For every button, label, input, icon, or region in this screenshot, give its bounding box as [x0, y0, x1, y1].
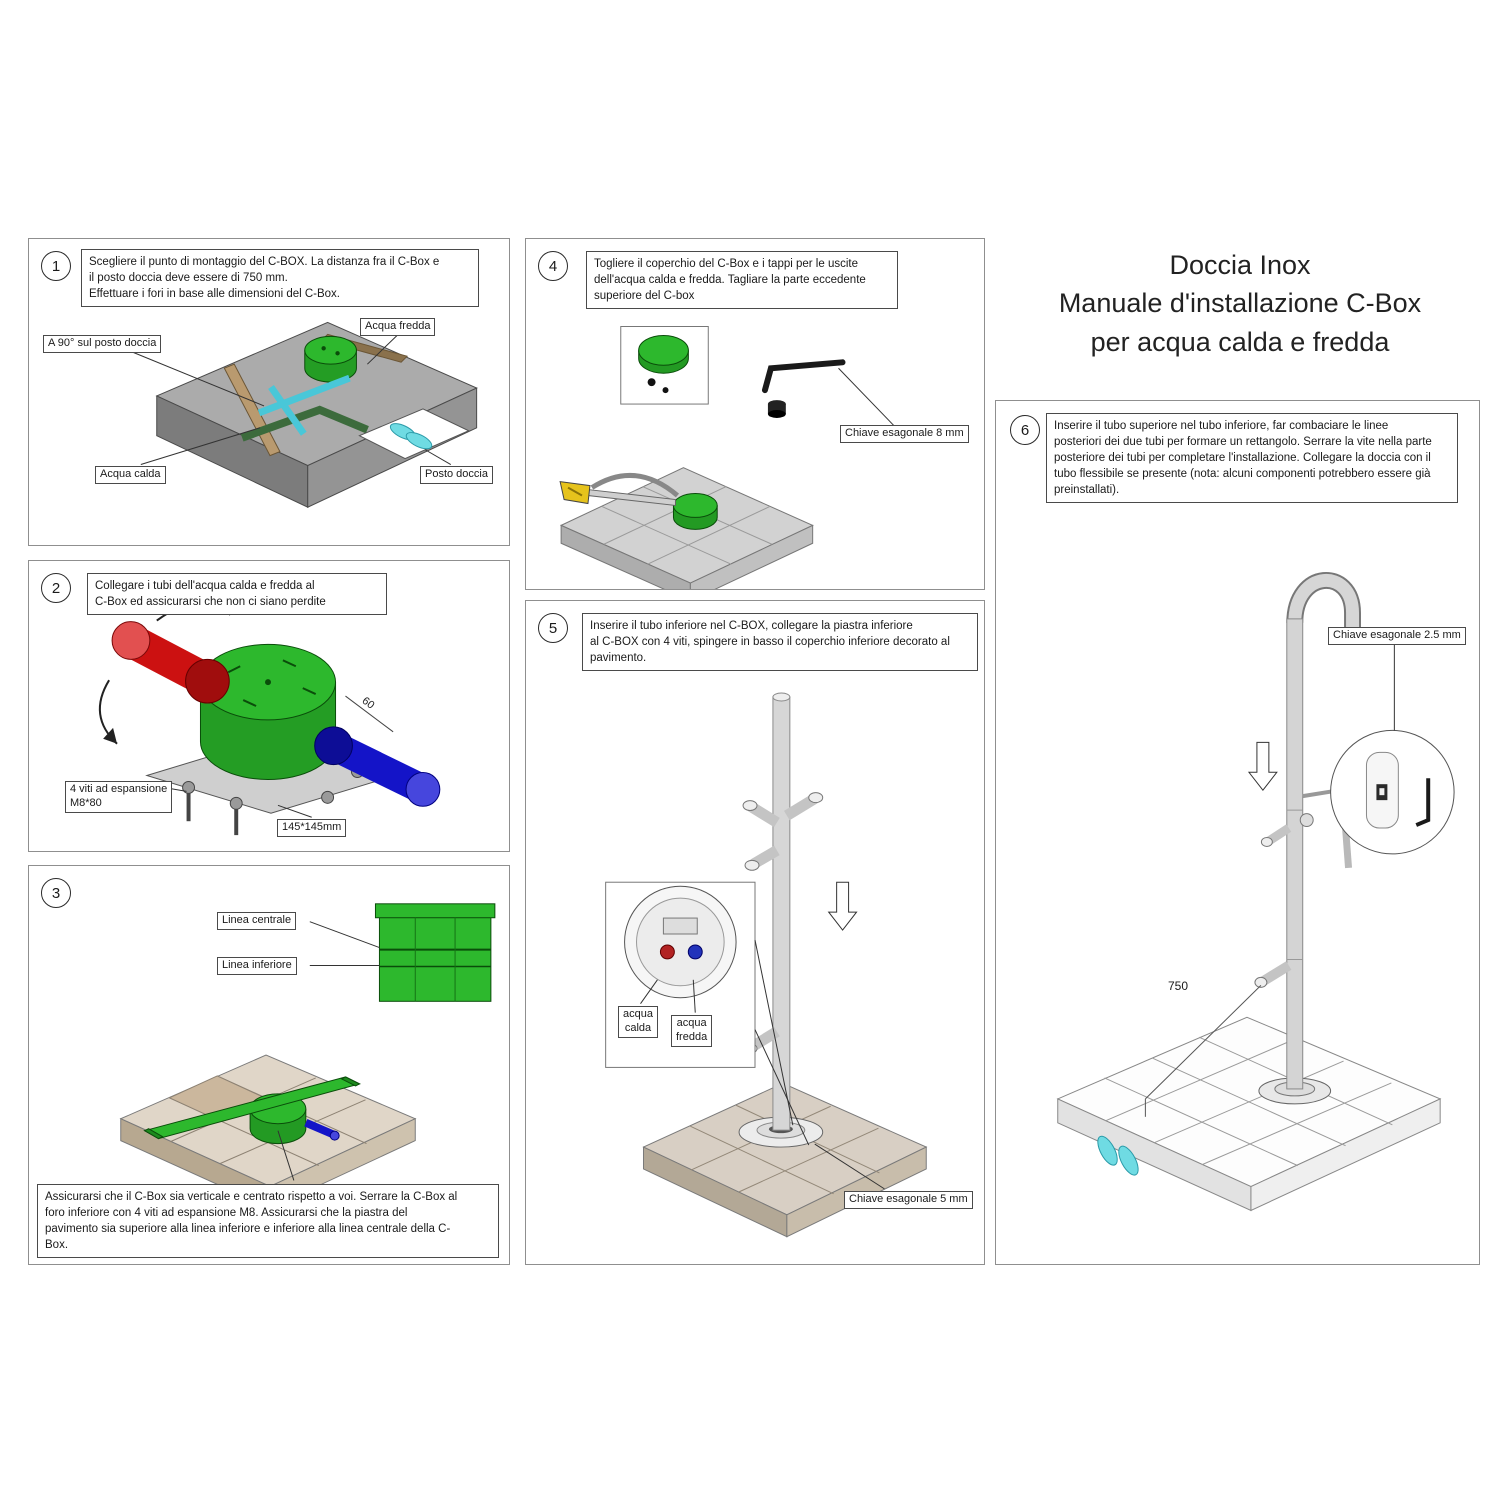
- cbox-being-cut: [672, 493, 718, 530]
- level-beam: [143, 1076, 361, 1140]
- cbox-lines-detail: [374, 903, 496, 1002]
- cbox-cylinder: [199, 643, 337, 780]
- hot-outlet-dot: [659, 944, 675, 960]
- gooseneck: [1288, 573, 1359, 631]
- title-line-2: Manuale d'installazione C-Box: [1058, 288, 1422, 319]
- foot-print: [1118, 1145, 1139, 1176]
- step2-illustration: 60: [98, 601, 441, 836]
- shower-spot: [358, 408, 470, 460]
- label-posto-doccia: Posto doccia: [420, 466, 493, 484]
- step5-illustration: [605, 692, 928, 1238]
- leader-lines-base: [754, 939, 885, 1190]
- foot-tap-stub: [1260, 961, 1292, 986]
- title-line-3: per acqua calda e fredda: [1090, 326, 1390, 357]
- step4-illustration: [559, 326, 895, 589]
- bolt-head: [321, 790, 335, 804]
- step-5-instruction: Inserire il tubo inferiore nel C-BOX, co…: [582, 613, 978, 672]
- pipe-stub: [1266, 824, 1292, 845]
- leader-line-bottom: [277, 1130, 295, 1181]
- down-arrow-icon: [1247, 741, 1278, 791]
- plug-dot: [662, 387, 669, 394]
- bolt-head: [182, 780, 196, 794]
- step-5-number: 5: [548, 619, 558, 637]
- pipe-stub: [784, 793, 818, 821]
- step-3-number: 3: [51, 884, 61, 902]
- cbox-on-slab: [304, 335, 357, 383]
- panel-step-6: 6 Inserire il tubo superiore nel tubo in…: [995, 400, 1480, 1265]
- step-6-badge: 6: [1010, 415, 1040, 445]
- label-chiave-8mm: Chiave esagonale 8 mm: [840, 425, 969, 443]
- step-3-badge: 3: [41, 878, 71, 908]
- label-4-viti: 4 viti ad espansione M8*80: [65, 781, 173, 813]
- manual-title: Doccia Inox Manuale d'installazione C-Bo…: [1040, 246, 1440, 361]
- step-5-badge: 5: [538, 613, 568, 643]
- step-1-instruction: Scegliere il punto di montaggio del C-BO…: [81, 249, 479, 308]
- saw-frame: [590, 473, 680, 498]
- title-line-1: Doccia Inox: [1169, 250, 1311, 280]
- step-1-badge: 1: [41, 251, 71, 281]
- dimension-60-text: 60: [360, 695, 377, 712]
- valve-knob: [1299, 813, 1314, 828]
- label-linea-inferiore: Linea inferiore: [217, 957, 297, 975]
- dimension-60: 60: [345, 695, 394, 733]
- label-chiave-5mm: Chiave esagonale 5 mm: [844, 1191, 973, 1209]
- label-chiave-25mm: Chiave esagonale 2.5 mm: [1328, 627, 1466, 645]
- down-arrow-icon: [827, 881, 858, 931]
- step-4-instruction: Togliere il coperchio del C-Box e i tapp…: [586, 251, 898, 310]
- step-4-badge: 4: [538, 251, 568, 281]
- dimension-750-line: [1145, 985, 1262, 1100]
- allen-key-25mm: [1415, 778, 1431, 827]
- shower-column: [1254, 571, 1361, 1090]
- step-6-number: 6: [1020, 421, 1030, 439]
- dark-bar-tool: [240, 405, 369, 442]
- step-3-instruction: Assicurarsi che il C-Box sia verticale e…: [37, 1184, 499, 1259]
- cold-water-pipe: [314, 726, 441, 807]
- column-pipe: [1286, 618, 1304, 1090]
- plug-dot: [647, 378, 656, 387]
- label-acqua-fredda: Acqua fredda: [360, 318, 436, 336]
- leader-lines-top: [309, 921, 380, 966]
- leader-line-key: [838, 367, 895, 427]
- hot-water-pipe: [111, 621, 230, 704]
- step-6-instruction: Inserire il tubo superiore nel tubo infe…: [1046, 413, 1458, 504]
- panel-step-5: 5 Inserire il tubo inferiore nel C-BOX, …: [525, 600, 985, 1265]
- bolt-head: [229, 796, 243, 810]
- foot-print: [1097, 1135, 1118, 1166]
- step1-illustration: [132, 321, 478, 509]
- label-acqua-calda-inset: acqua calda: [618, 1006, 658, 1038]
- step-2-instruction: Collegare i tubi dell'acqua calda e fred…: [87, 573, 387, 616]
- panel-step-3: 3 Linea centrale Linea inferiore Assicur…: [28, 865, 510, 1265]
- square-tool: [257, 374, 351, 436]
- removed-cover-detail: [620, 326, 709, 405]
- label-linea-centrale: Linea centrale: [217, 912, 297, 930]
- label-a90-posto-doccia: A 90° sul posto doccia: [43, 335, 162, 353]
- panel-step-2: 60 2 Collegare i tubi dell'acqua calda e…: [28, 560, 510, 852]
- leader-lines: [132, 335, 452, 466]
- step-1-number: 1: [51, 257, 61, 275]
- step6-illustration: [1056, 571, 1455, 1212]
- tiled-floor: [1056, 1016, 1442, 1212]
- label-acqua-calda: Acqua calda: [95, 466, 166, 484]
- label-145x145: 145*145mm: [277, 819, 347, 837]
- cold-outlet-dot: [687, 944, 703, 960]
- allen-key-8mm: [761, 359, 846, 418]
- label-dimension-750: 750: [1168, 979, 1189, 993]
- cold-stub: [304, 1119, 340, 1141]
- step-2-badge: 2: [41, 573, 71, 603]
- hacksaw: [559, 473, 680, 507]
- step-2-number: 2: [51, 579, 61, 597]
- label-acqua-fredda-inset: acqua fredda: [671, 1015, 713, 1047]
- allen-key-inset: [1330, 729, 1455, 855]
- panel-step-4: 4 Togliere il coperchio del C-Box e i ta…: [525, 238, 985, 590]
- panel-step-1: 1 Scegliere il punto di montaggio del C-…: [28, 238, 510, 546]
- step-4-number: 4: [548, 257, 558, 275]
